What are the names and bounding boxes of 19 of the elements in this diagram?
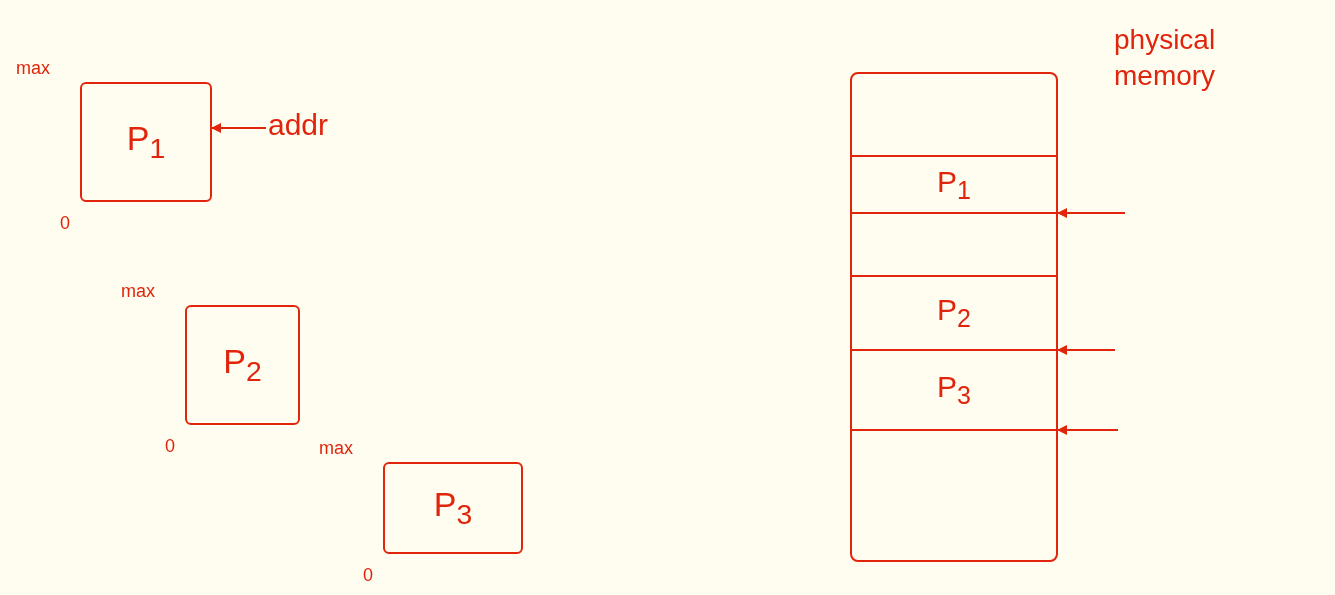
process-label: P$_{3}$ (433, 485, 473, 531)
arrow (211, 123, 267, 133)
arrow (1057, 208, 1126, 218)
bound-label: max (16, 58, 50, 79)
address-label: addr (268, 108, 329, 142)
bound-label: 0 (165, 436, 175, 457)
bound-label: max (319, 438, 353, 459)
bound-label: 0 (60, 213, 70, 234)
memory-segment (852, 155, 1056, 214)
arrow (1057, 345, 1116, 355)
arrow (1057, 425, 1119, 435)
segment-label: P$_{1}$ (937, 164, 971, 205)
segment-label: P$_{2}$ (937, 293, 971, 333)
bound-label: max (121, 281, 155, 302)
process-label: P$_{2}$ (223, 342, 262, 388)
segment-label: P$_{3}$ (937, 370, 971, 410)
process-label: P$_{1}$ (126, 119, 166, 165)
memory-title: physical memory (1114, 23, 1217, 93)
bound-label: 0 (363, 565, 373, 586)
